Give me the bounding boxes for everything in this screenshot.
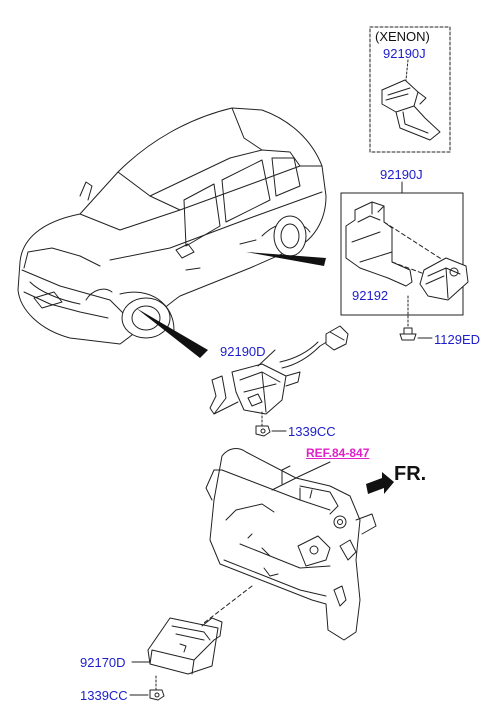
- part-label-1129ED[interactable]: 1129ED: [434, 332, 481, 347]
- bracket-drawing: [345, 201, 447, 287]
- xenon-sensor-drawing: [381, 59, 441, 141]
- front-direction-label: FR.: [394, 463, 427, 485]
- reference-label[interactable]: REF.84-847: [306, 446, 370, 460]
- xenon-group-box: [369, 26, 451, 153]
- part-label-92190J-xenon[interactable]: 92190J: [383, 46, 426, 61]
- frame-drawing: [205, 448, 377, 641]
- control-unit-drawing: [147, 617, 223, 675]
- part-label-1339CC-lower[interactable]: 1339CC: [80, 688, 128, 703]
- vehicle-drawing: [17, 107, 327, 345]
- part-label-92170D[interactable]: 92170D: [80, 655, 126, 670]
- front-arrow-icon: [366, 472, 394, 494]
- nut-1339CC-lower-drawing: [149, 689, 165, 701]
- part-label-92190D[interactable]: 92190D: [220, 344, 266, 359]
- part-label-92190J[interactable]: 92190J: [380, 167, 423, 182]
- nut-1339CC-upper-drawing: [255, 425, 287, 437]
- part-label-92192[interactable]: 92192: [352, 288, 389, 303]
- xenon-title: (XENON): [375, 29, 430, 44]
- leveling-sensor-drawing: [419, 257, 469, 301]
- bolt-1129ED-drawing: [399, 327, 433, 341]
- rear-sensor-drawing: [209, 325, 349, 415]
- part-label-1339CC-upper[interactable]: 1339CC: [288, 424, 336, 439]
- reference-leader: [271, 461, 331, 491]
- leader-wedges: [136, 252, 326, 358]
